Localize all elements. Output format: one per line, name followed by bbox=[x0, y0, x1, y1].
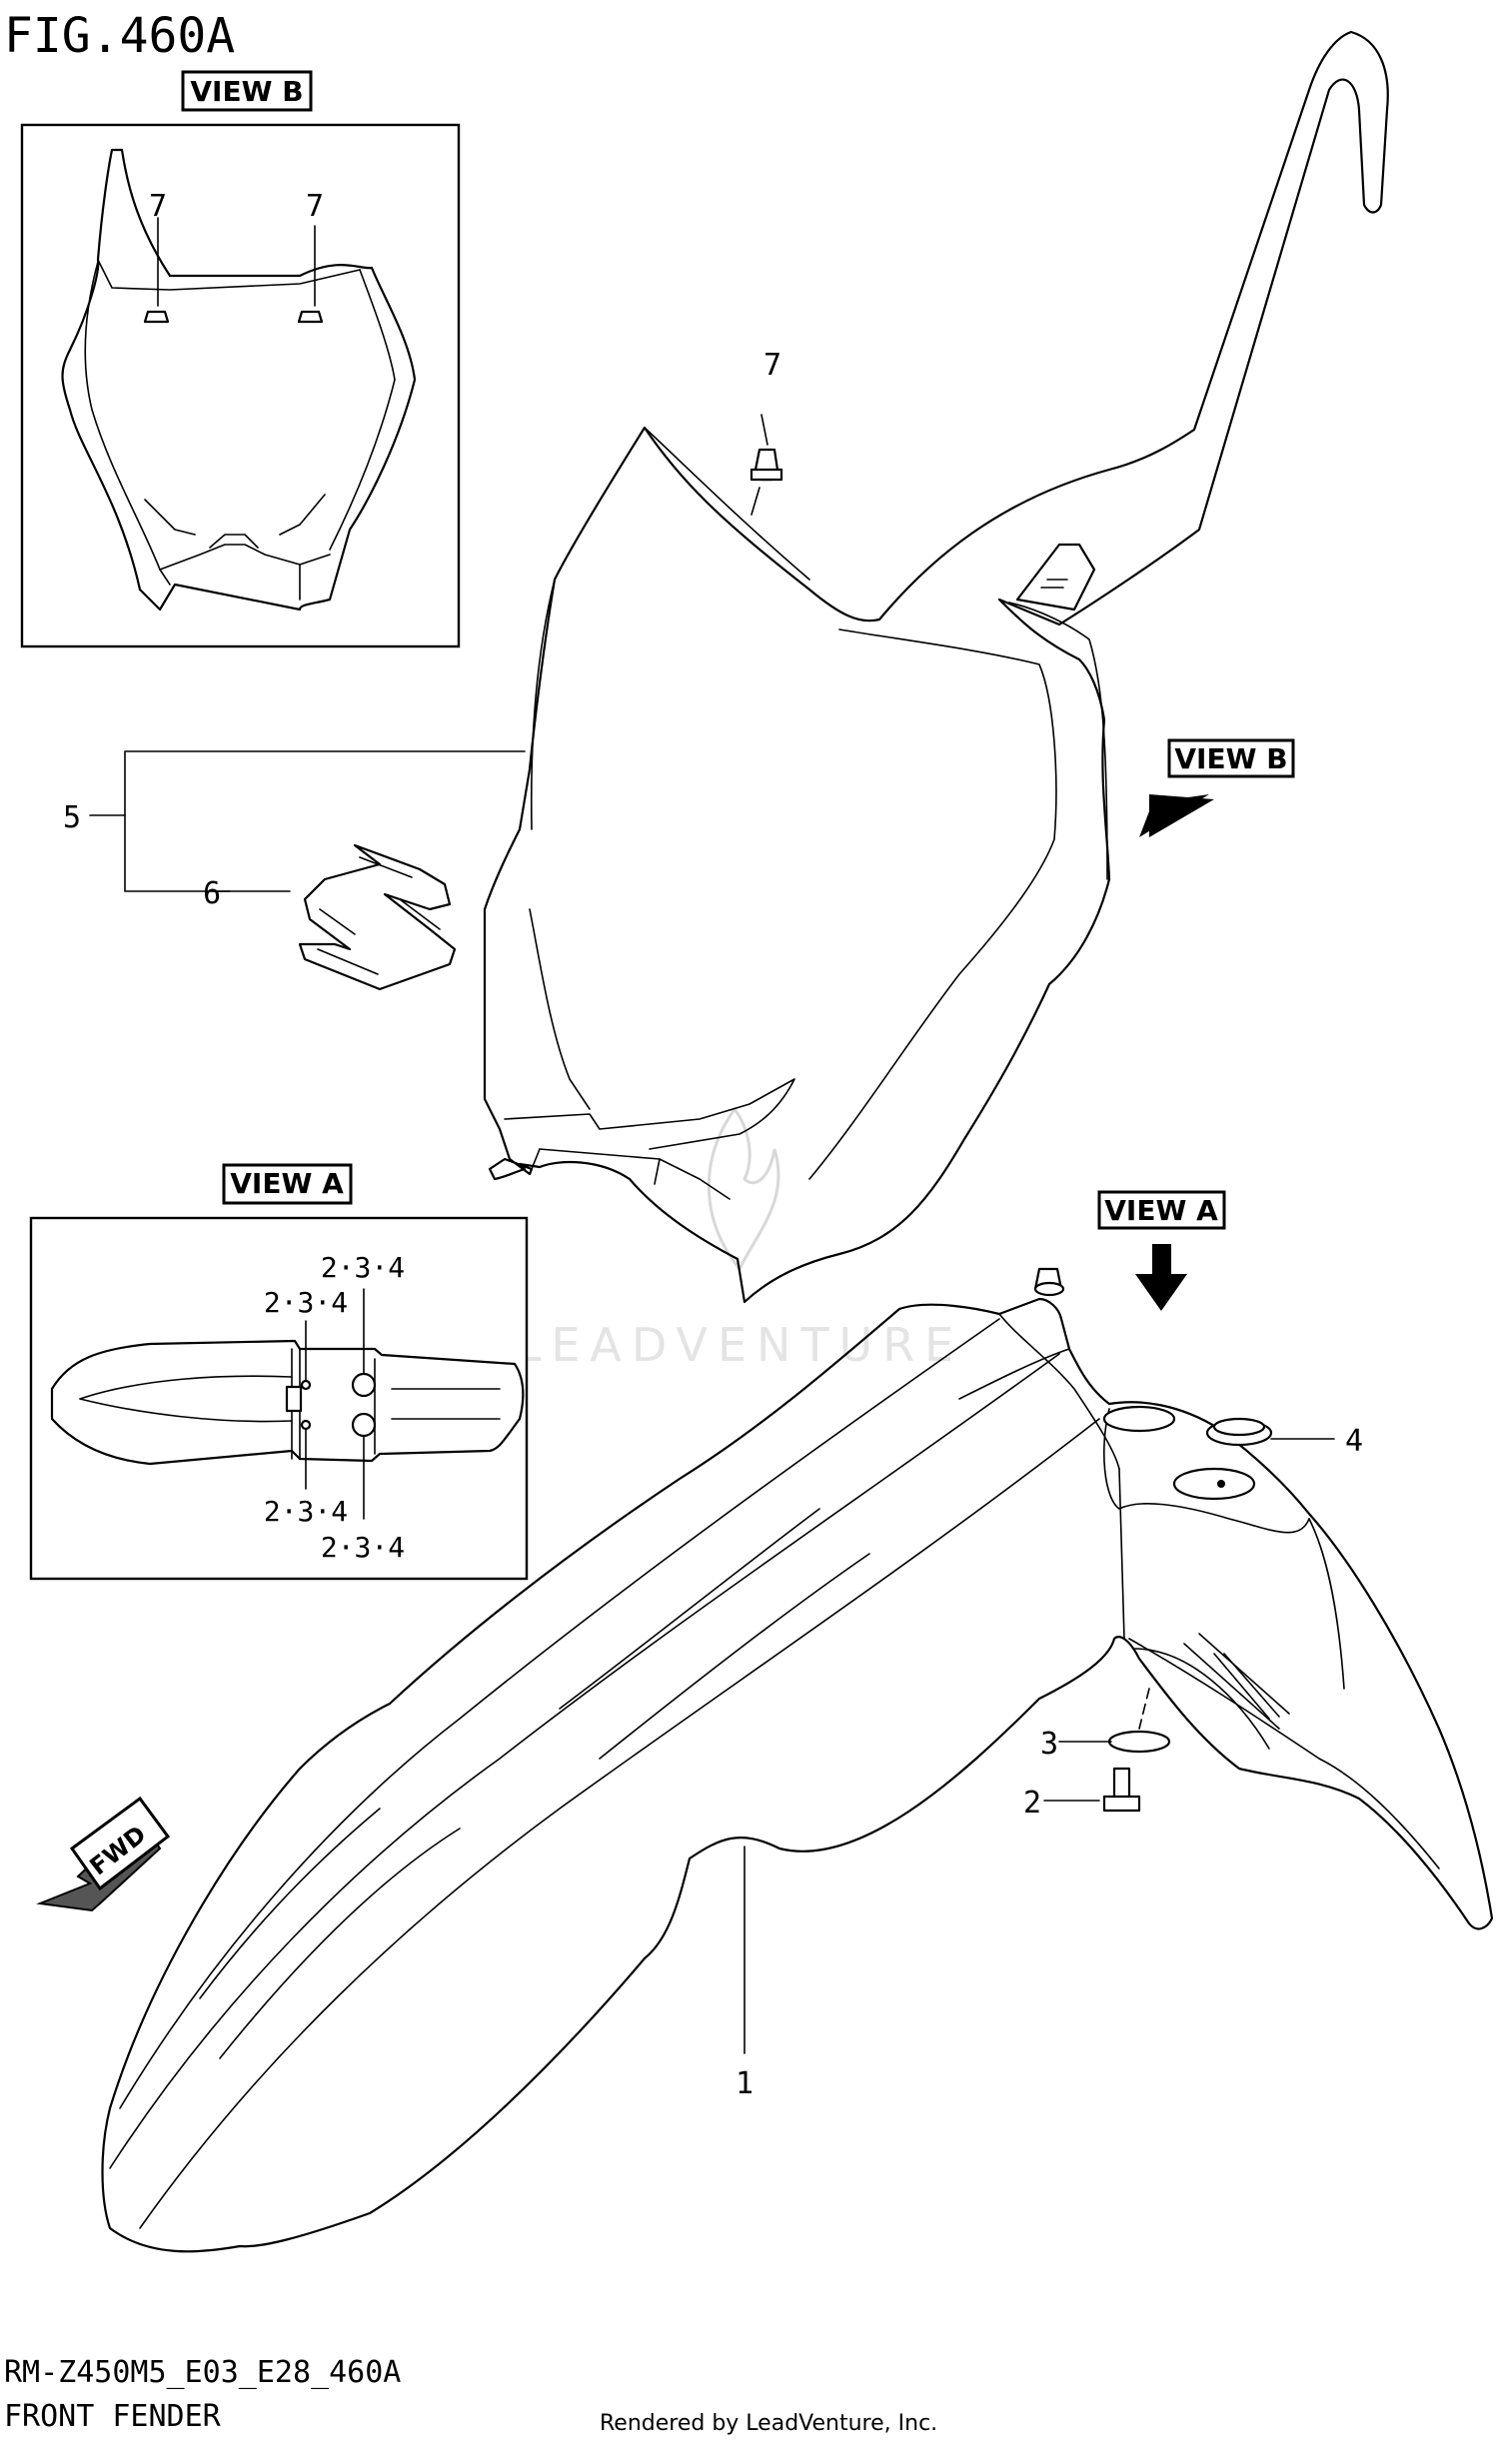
rendered-by: Rendered by LeadVenture, Inc. bbox=[600, 2411, 937, 2436]
fwd-arrow: FWD bbox=[36, 1796, 171, 1912]
emblem-group: 5 6 bbox=[63, 750, 526, 991]
view-b-pointer: VIEW B bbox=[1139, 738, 1295, 837]
view-b-label: VIEW B bbox=[190, 75, 303, 108]
view-b-pointer-label: VIEW B bbox=[1174, 742, 1287, 775]
view-a-label-box bbox=[222, 1163, 353, 1205]
callout-view-a-bottom-right: 2·3·4 bbox=[321, 1531, 405, 1564]
callout-6: 6 bbox=[203, 876, 221, 911]
callout-5: 5 bbox=[63, 800, 81, 835]
view-a-inset: VIEW A 2·3·4 2·3·4 2·3·4 2·3·4 bbox=[29, 1163, 529, 1581]
watermark-text: LEADVENTURE bbox=[516, 1318, 964, 1372]
callout-2: 2 bbox=[1023, 1786, 1041, 1821]
view-a-label: VIEW A bbox=[230, 1167, 344, 1200]
watermark: LEADVENTURE bbox=[516, 1106, 964, 1372]
callout-view-a-bottom-left: 2·3·4 bbox=[264, 1495, 348, 1528]
view-b-label-box bbox=[181, 70, 313, 112]
figure-title: FIG.460A bbox=[4, 8, 235, 64]
callout-4: 4 bbox=[1345, 1424, 1363, 1459]
callout-7: 7 bbox=[763, 348, 781, 383]
section-title: FRONT FENDER bbox=[4, 2399, 222, 2434]
view-b-inset: VIEW B 7 7 bbox=[20, 70, 461, 648]
view-a-pointer-label: VIEW A bbox=[1104, 1194, 1218, 1227]
callout-view-b-7-right: 7 bbox=[306, 189, 324, 224]
front-fender-part: 4 3 2 1 bbox=[101, 1267, 1494, 2253]
number-plate-part: 7 bbox=[483, 30, 1389, 1304]
callout-3: 3 bbox=[1040, 1727, 1058, 1762]
callout-view-a-top-right: 2·3·4 bbox=[321, 1251, 405, 1284]
view-a-pointer: VIEW A bbox=[1097, 1190, 1226, 1311]
model-code: RM-Z450M5_E03_E28_460A bbox=[4, 2355, 401, 2390]
callout-view-b-7-left: 7 bbox=[149, 189, 167, 224]
callout-1: 1 bbox=[736, 2066, 753, 2101]
callout-view-a-top-left: 2·3·4 bbox=[264, 1286, 348, 1319]
